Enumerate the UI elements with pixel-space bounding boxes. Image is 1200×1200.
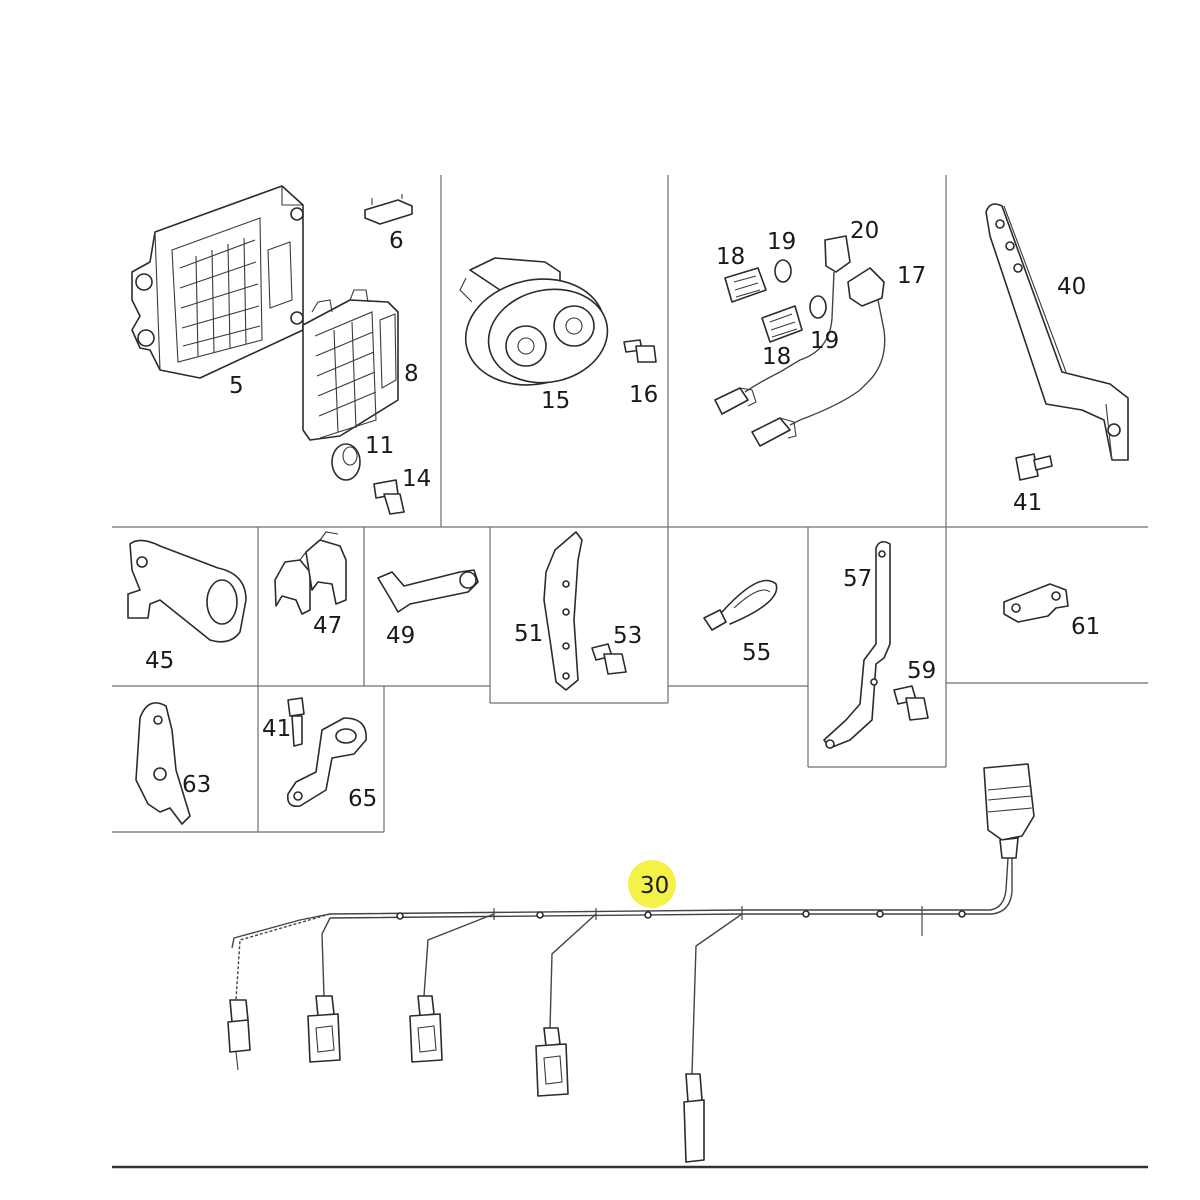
callout-40: 40 xyxy=(1057,274,1086,300)
part-41-bolt-top: 41 xyxy=(1013,453,1053,516)
callout-11: 11 xyxy=(365,433,394,459)
part-53-bolt: 53 xyxy=(591,623,642,675)
part-11-grommet: 11 xyxy=(331,433,394,481)
callout-41-bottom: 41 xyxy=(262,716,291,742)
part-55-cable-tie: 55 xyxy=(703,579,778,666)
callout-17: 17 xyxy=(897,263,926,289)
callout-16: 16 xyxy=(629,382,658,408)
callout-19-bottom: 19 xyxy=(810,328,839,354)
callout-15: 15 xyxy=(541,388,570,414)
part-45-bracket: 45 xyxy=(127,539,247,674)
callout-55: 55 xyxy=(742,640,771,666)
callout-19-top: 19 xyxy=(767,229,796,255)
part-41-bolt-bottom: 41 xyxy=(262,697,305,747)
callout-57: 57 xyxy=(843,566,872,592)
part-14-screw: 14 xyxy=(373,466,431,515)
part-8-connector-block: 8 xyxy=(302,289,419,441)
part-40-bracket: 40 xyxy=(985,203,1129,461)
part-61-bracket: 61 xyxy=(1003,583,1100,640)
part-6-plug: 6 xyxy=(364,194,413,254)
cell-grid xyxy=(112,175,1148,1169)
callout-53: 53 xyxy=(613,623,642,649)
callout-61: 61 xyxy=(1071,614,1100,640)
callout-47: 47 xyxy=(313,613,342,639)
part-63-bracket: 63 xyxy=(135,702,211,825)
part-65-bracket: 65 xyxy=(286,717,377,812)
callout-41-top: 41 xyxy=(1013,490,1042,516)
callout-49: 49 xyxy=(386,623,415,649)
callout-51: 51 xyxy=(514,621,543,647)
part-49-bracket: 49 xyxy=(377,569,479,649)
callout-18-bottom: 18 xyxy=(762,344,791,370)
part-17-sensor-with-cables: 17 20 xyxy=(714,218,926,447)
callout-6: 6 xyxy=(389,228,404,254)
part-18-connectors: 18 18 xyxy=(716,244,803,370)
callout-18-top: 18 xyxy=(716,244,745,270)
callout-30-highlight xyxy=(628,860,676,908)
part-5-control-unit: 5 xyxy=(131,185,304,399)
part-15-ignition-switch: 15 xyxy=(459,257,609,414)
part-47-clip: 47 xyxy=(274,531,347,639)
callout-63: 63 xyxy=(182,772,211,798)
callout-45: 45 xyxy=(145,648,174,674)
callout-30: 30 xyxy=(640,873,669,899)
callout-59: 59 xyxy=(907,658,936,684)
callout-5: 5 xyxy=(229,373,244,399)
part-30-wiring-harness: 30 xyxy=(227,763,1035,1163)
part-59-bolt: 59 xyxy=(893,658,936,721)
part-57-strap: 57 xyxy=(823,540,891,749)
part-19-seal-rings: 19 19 xyxy=(767,229,839,354)
callout-8: 8 xyxy=(404,361,419,387)
callout-20: 20 xyxy=(850,218,879,244)
part-16-bolt: 16 xyxy=(623,339,658,408)
callout-65: 65 xyxy=(348,786,377,812)
callout-14: 14 xyxy=(402,466,431,492)
part-51-plate: 51 xyxy=(514,531,583,691)
